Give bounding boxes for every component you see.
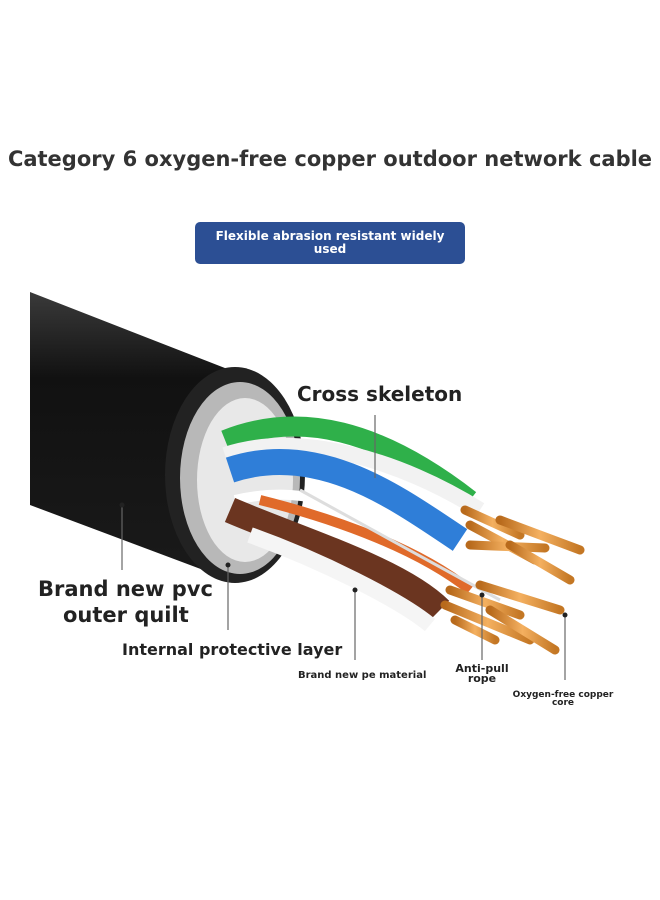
label-anti-pull-line1: Anti-pull bbox=[455, 662, 509, 675]
leader-dots bbox=[119, 502, 568, 618]
label-copper-line1: Oxygen-free copper bbox=[512, 690, 614, 700]
label-pvc-line1: Brand new pvc bbox=[38, 577, 213, 601]
label-pvc-line2: outer quilt bbox=[63, 603, 189, 627]
label-pe-material: Brand new pe material bbox=[298, 670, 427, 681]
copper-cores bbox=[440, 505, 585, 655]
label-cross-skeleton: Cross skeleton bbox=[297, 382, 463, 406]
feature-badge: Flexible abrasion resistant widely used bbox=[195, 222, 465, 264]
label-pvc-outer: Brand new pvc outer quilt bbox=[38, 576, 213, 628]
wire-pairs bbox=[221, 416, 501, 632]
label-anti-pull-line2: rope bbox=[467, 672, 497, 685]
label-copper-line2: core bbox=[551, 698, 575, 708]
label-protective-layer: Internal protective layer bbox=[122, 640, 343, 659]
leader-lines bbox=[121, 415, 566, 680]
label-copper-core: Oxygen-free copper core bbox=[508, 690, 618, 708]
page-title: Category 6 oxygen-free copper outdoor ne… bbox=[7, 147, 653, 171]
label-anti-pull-rope: Anti-pull rope bbox=[452, 662, 512, 685]
